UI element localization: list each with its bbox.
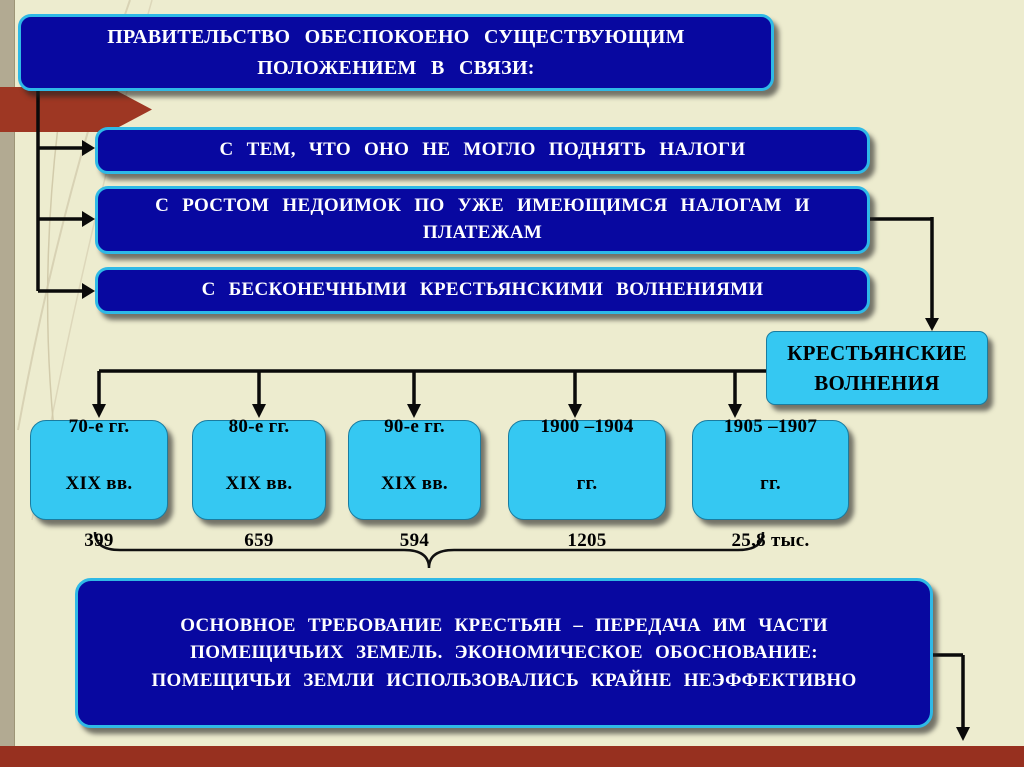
period-count: 399 bbox=[84, 530, 114, 551]
reason-box-arrears: С РОСТОМ НЕДОИМОК ПО УЖЕ ИМЕЮЩИМСЯ НАЛОГ… bbox=[95, 186, 870, 254]
reason-box-unrest: С БЕСКОНЕЧНЫМИ КРЕСТЬЯНСКИМИ ВОЛНЕНИЯМИ bbox=[95, 267, 870, 314]
period-era: XIX вв. bbox=[381, 473, 448, 494]
period-label: 1900 –1904 bbox=[540, 416, 634, 437]
period-count: 659 bbox=[244, 530, 274, 551]
period-label: 70-е гг. bbox=[68, 416, 130, 437]
period-count: 25,8 тыс. bbox=[731, 530, 810, 551]
reason-text: С ТЕМ, ЧТО ОНО НЕ МОГЛО ПОДНЯТЬ НАЛОГИ bbox=[219, 139, 746, 161]
left-side-strip bbox=[0, 0, 15, 767]
period-era: XIX вв. bbox=[65, 473, 133, 494]
period-count: 594 bbox=[399, 530, 430, 551]
period-era: гг. bbox=[576, 473, 598, 494]
reason-text: С РОСТОМ НЕДОИМОК ПО УЖЕ ИМЕЮЩИМСЯ НАЛОГ… bbox=[155, 195, 810, 243]
period-label: 90-е гг. bbox=[384, 416, 445, 437]
unrest-label-text: КРЕСТЬЯНСКИЕ ВОЛНЕНИЯ bbox=[787, 340, 967, 395]
period-box-80s: 80-е гг. XIX вв. 659 bbox=[192, 416, 326, 551]
title-text: ПРАВИТЕЛЬСТВО ОБЕСПОКОЕНО СУЩЕСТВУЮЩИМ П… bbox=[107, 25, 685, 79]
period-box-1905-1907: 1905 –1907 гг. 25,8 тыс. bbox=[692, 416, 849, 551]
period-era: XIX вв. bbox=[225, 473, 293, 494]
period-era: гг. bbox=[760, 473, 781, 494]
red-arrow-decoration bbox=[0, 87, 152, 132]
period-box-90s: 90-е гг. XIX вв. 594 bbox=[348, 416, 481, 551]
period-box-70s: 70-е гг. XIX вв. 399 bbox=[30, 416, 168, 551]
title-box: ПРАВИТЕЛЬСТВО ОБЕСПОКОЕНО СУЩЕСТВУЮЩИМ П… bbox=[18, 14, 774, 91]
conclusion-text: ОСНОВНОЕ ТРЕБОВАНИЕ КРЕСТЬЯН – ПЕРЕДАЧА … bbox=[151, 614, 857, 691]
unrest-label-box: КРЕСТЬЯНСКИЕ ВОЛНЕНИЯ bbox=[766, 331, 988, 405]
period-label: 1905 –1907 bbox=[723, 416, 818, 437]
period-count: 1205 bbox=[567, 530, 607, 551]
bottom-red-bar bbox=[0, 746, 1024, 767]
period-label: 80-е гг. bbox=[228, 416, 290, 437]
conclusion-box: ОСНОВНОЕ ТРЕБОВАНИЕ КРЕСТЬЯН – ПЕРЕДАЧА … bbox=[75, 578, 933, 728]
period-box-1900-1904: 1900 –1904 гг. 1205 bbox=[508, 416, 666, 551]
reason-box-taxes: С ТЕМ, ЧТО ОНО НЕ МОГЛО ПОДНЯТЬ НАЛОГИ bbox=[95, 127, 870, 174]
reason-text: С БЕСКОНЕЧНЫМИ КРЕСТЬЯНСКИМИ ВОЛНЕНИЯМИ bbox=[201, 279, 764, 301]
